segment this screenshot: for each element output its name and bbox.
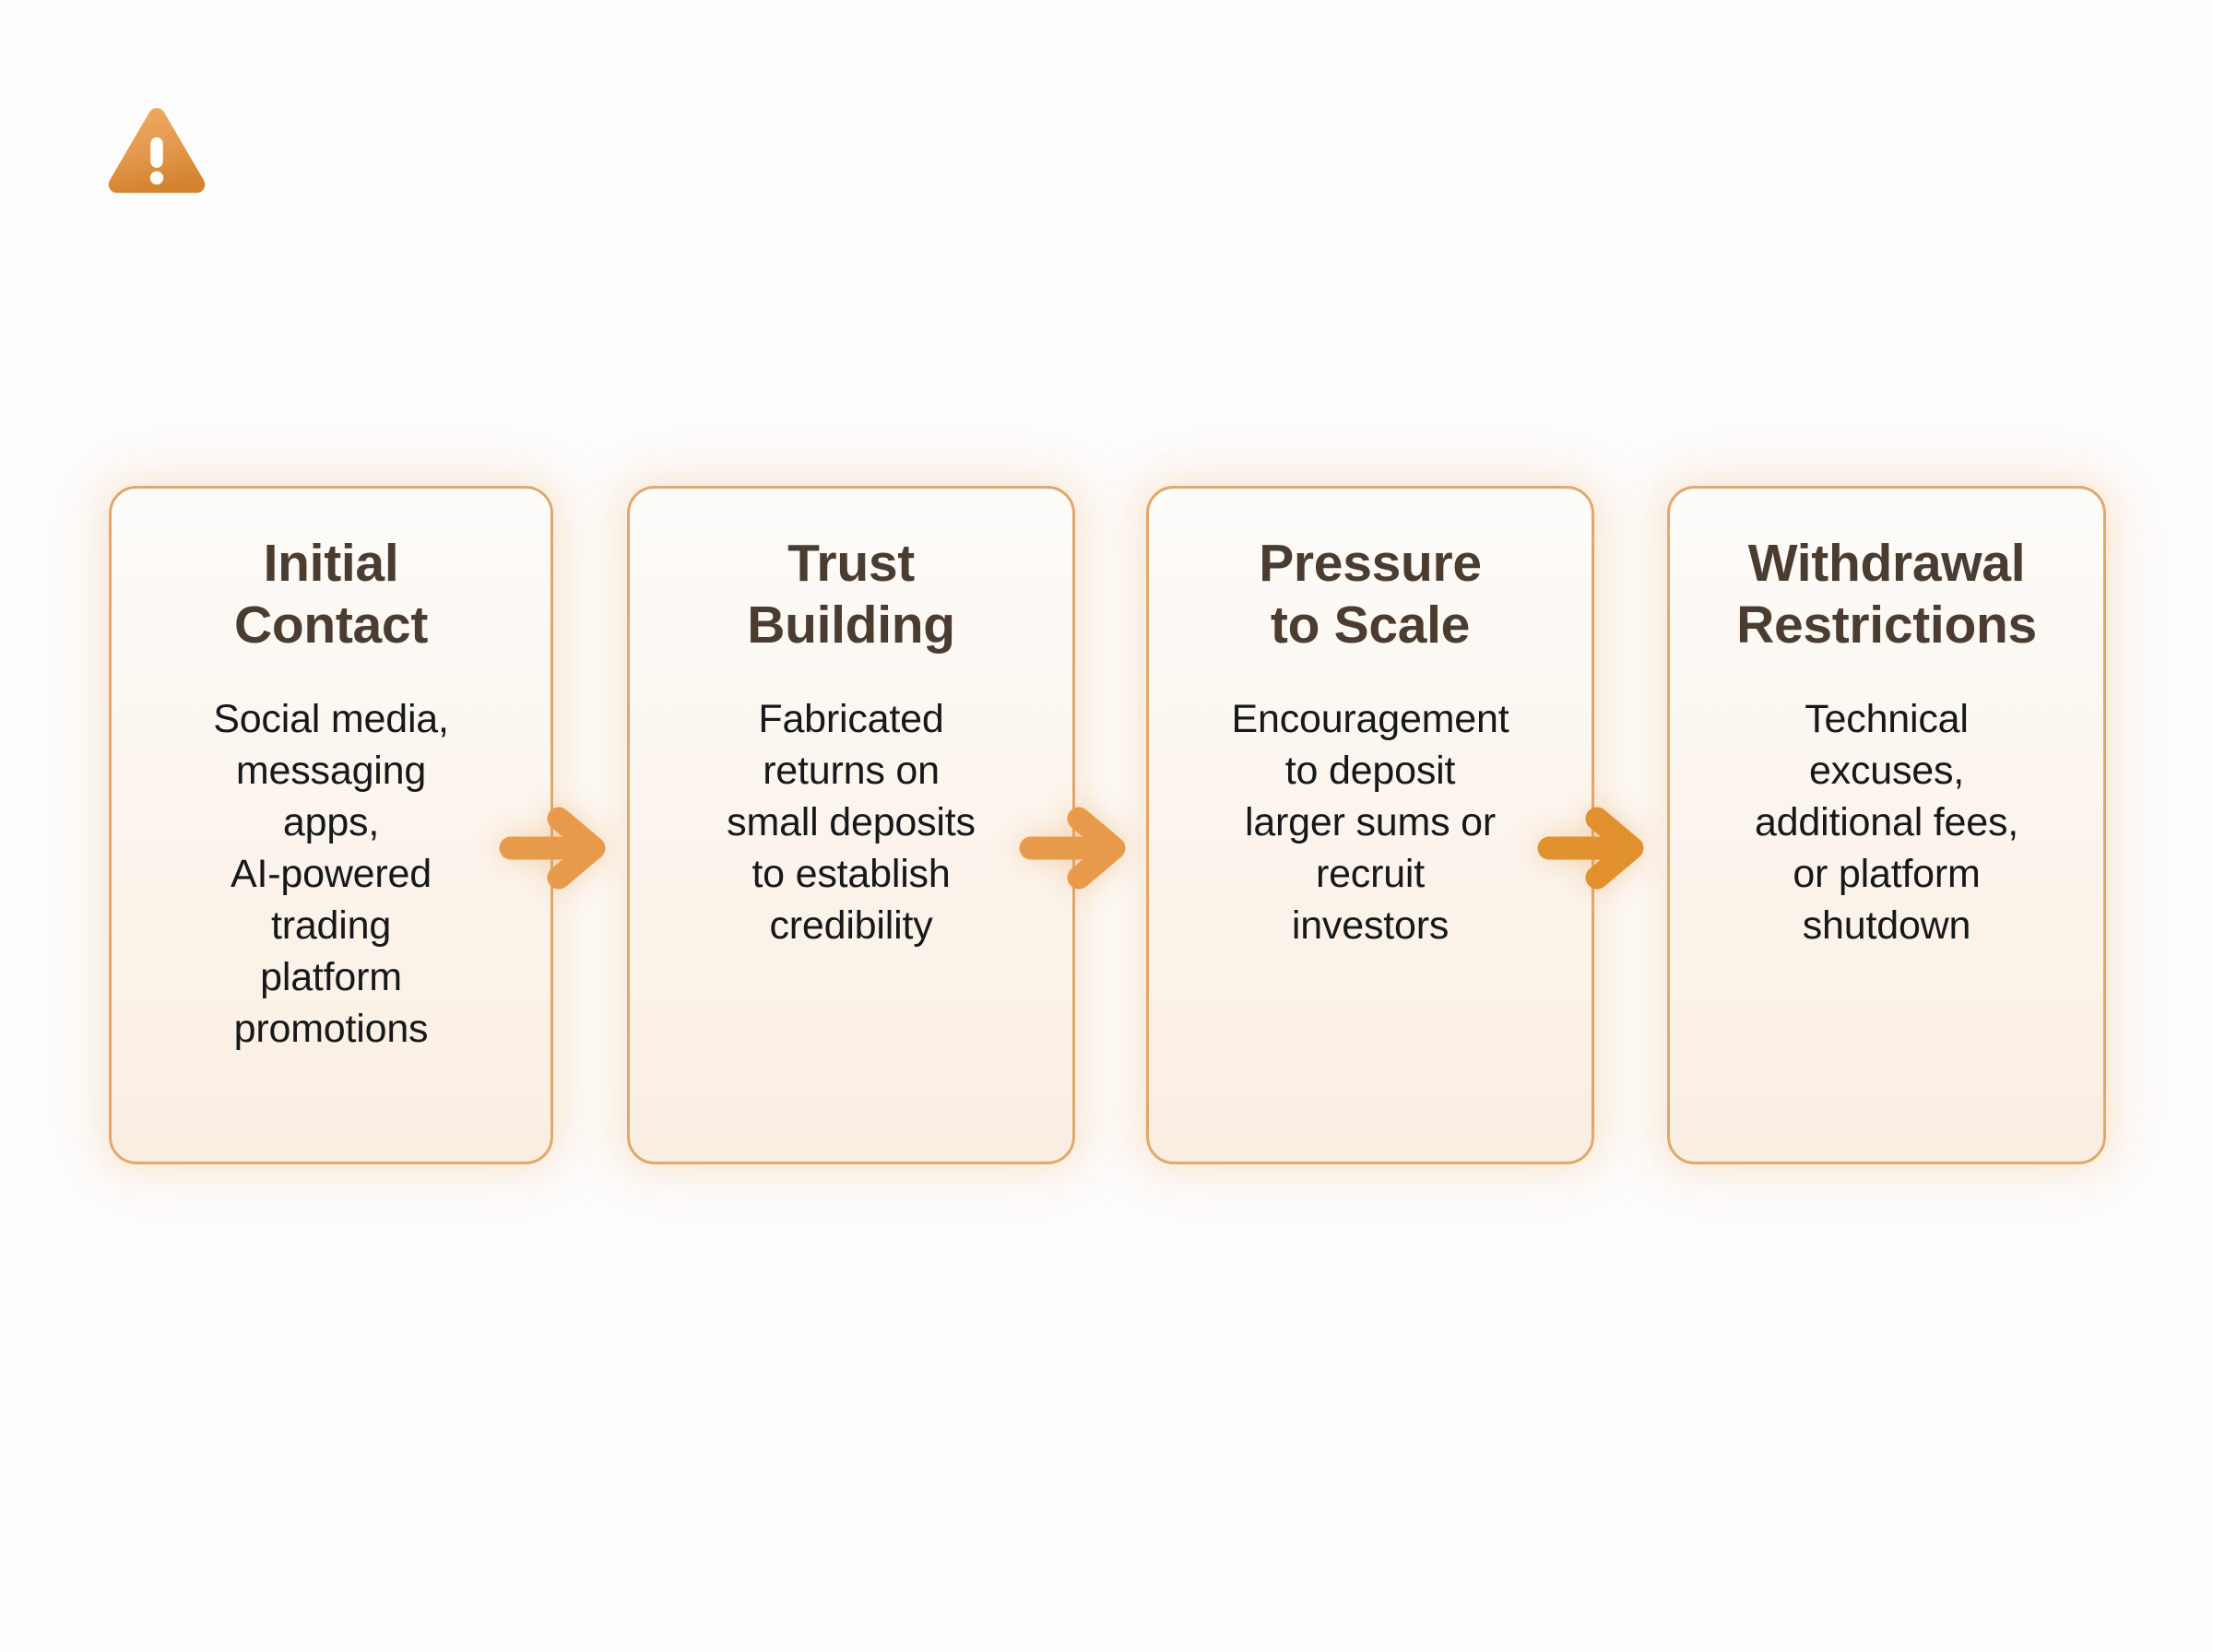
flow-step-description: Social media, messaging apps, AI-powered… bbox=[213, 697, 449, 1051]
flow-step-title: Trust Building bbox=[747, 534, 955, 655]
flow-step-description: Technical excuses, additional fees, or p… bbox=[1754, 697, 2019, 948]
flow-step-card[interactable]: Trust Building Fabricated returns on sma… bbox=[627, 486, 1075, 1164]
flow-step-description: Encouragement to deposit larger sums or … bbox=[1231, 697, 1509, 948]
flow-step-title: Pressure to Scale bbox=[1259, 534, 1482, 655]
flow-step-card[interactable]: Withdrawal Restrictions Technical excuse… bbox=[1667, 486, 2106, 1164]
flow-step-card[interactable]: Pressure to Scale Encouragement to depos… bbox=[1146, 486, 1594, 1164]
process-flow: Initial Contact Social media, messaging … bbox=[0, 486, 2213, 1168]
flow-step-title: Withdrawal Restrictions bbox=[1736, 534, 2037, 655]
arrow-right-icon bbox=[498, 804, 612, 892]
arrow-right-icon bbox=[1536, 804, 1651, 892]
flow-step-title: Initial Contact bbox=[233, 534, 429, 655]
warning-triangle-icon bbox=[103, 101, 210, 203]
arrow-right-icon bbox=[1018, 804, 1132, 892]
flow-step-description: Fabricated returns on small deposits to … bbox=[727, 697, 976, 948]
flow-step-card[interactable]: Initial Contact Social media, messaging … bbox=[109, 486, 553, 1164]
